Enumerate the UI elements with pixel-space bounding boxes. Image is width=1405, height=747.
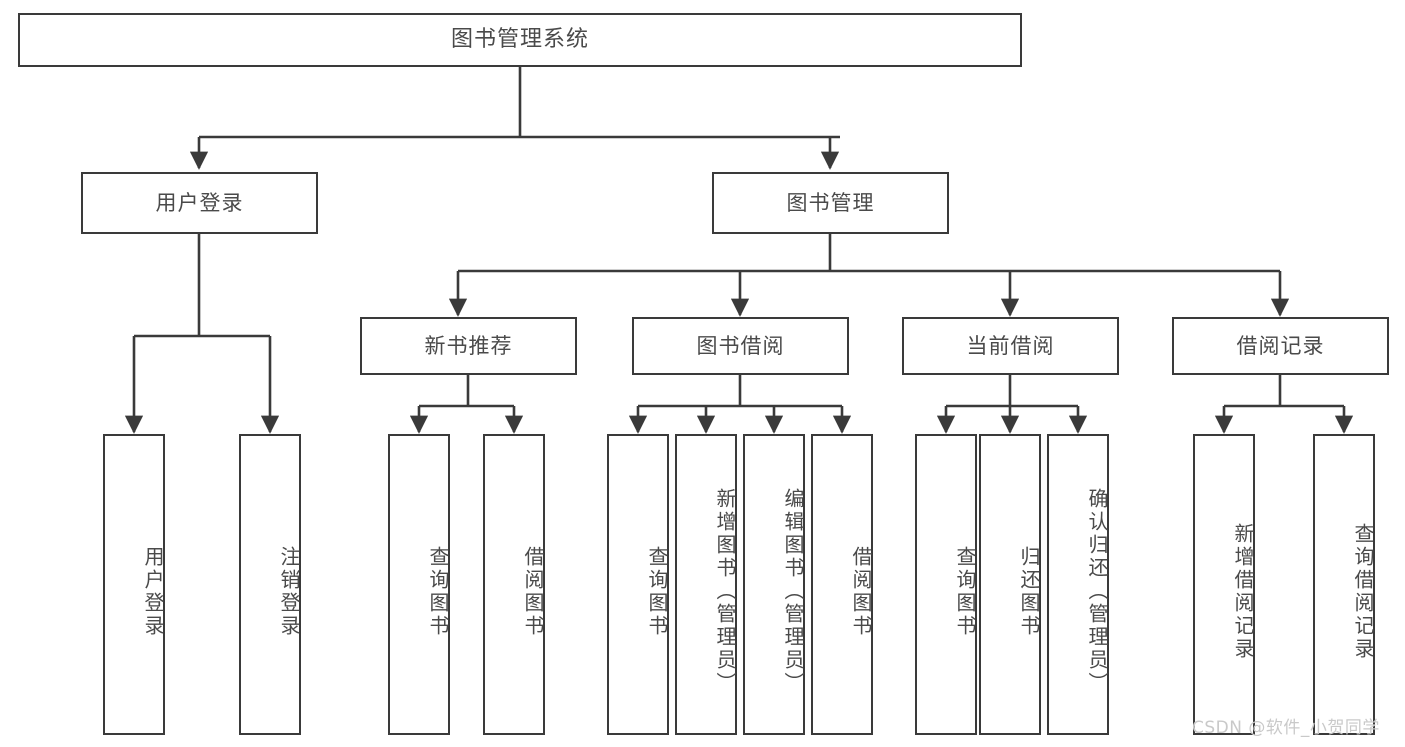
leaf-current-confirm-return[interactable]: 确认归还（管理员） [1047,434,1109,735]
node-root[interactable]: 图书管理系统 [18,13,1022,67]
node-book-management[interactable]: 图书管理 [712,172,949,234]
leaf-record-query-label: 查询借阅记录 [1351,522,1375,661]
leaf-borrow-query-book[interactable]: 查询图书 [607,434,669,735]
leaf-record-query[interactable]: 查询借阅记录 [1313,434,1375,735]
leaf-borrow-add-book[interactable]: 新增图书（管理员） [675,434,737,735]
leaf-current-return-book-label: 归还图书 [1017,545,1041,638]
leaf-new-book-borrow-label: 借阅图书 [521,545,545,638]
leaf-borrow-borrow-book-label: 借阅图书 [849,545,873,638]
node-user-login-label: 用户登录 [155,190,244,215]
node-borrow-record[interactable]: 借阅记录 [1172,317,1389,375]
node-current-borrow-label: 当前借阅 [966,333,1055,358]
csdn-watermark: CSDN @软件_小贺同学 [1192,718,1380,738]
node-new-book-recommend-label: 新书推荐 [424,333,513,358]
node-user-login[interactable]: 用户登录 [81,172,318,234]
leaf-record-add[interactable]: 新增借阅记录 [1193,434,1255,735]
leaf-current-query-book[interactable]: 查询图书 [915,434,977,735]
leaf-new-book-query[interactable]: 查询图书 [388,434,450,735]
leaf-user-login-signout[interactable]: 注销登录 [239,434,301,735]
node-new-book-recommend[interactable]: 新书推荐 [360,317,577,375]
leaf-user-login-signin[interactable]: 用户登录 [103,434,165,735]
node-current-borrow[interactable]: 当前借阅 [902,317,1119,375]
leaf-user-login-signout-label: 注销登录 [277,545,301,638]
node-book-borrow-label: 图书借阅 [696,333,785,358]
node-book-management-label: 图书管理 [786,190,875,215]
node-borrow-record-label: 借阅记录 [1236,333,1325,358]
leaf-new-book-query-label: 查询图书 [426,545,450,638]
leaf-borrow-edit-book[interactable]: 编辑图书（管理员） [743,434,805,735]
leaf-borrow-edit-book-label: 编辑图书（管理员） [781,488,805,695]
leaf-current-return-book[interactable]: 归还图书 [979,434,1041,735]
leaf-borrow-add-book-label: 新增图书（管理员） [713,488,737,695]
leaf-current-query-book-label: 查询图书 [953,545,977,638]
leaf-user-login-signin-label: 用户登录 [141,545,165,638]
leaf-record-add-label: 新增借阅记录 [1231,522,1255,661]
leaf-current-confirm-return-label: 确认归还（管理员） [1085,488,1109,695]
leaf-borrow-borrow-book[interactable]: 借阅图书 [811,434,873,735]
node-book-borrow[interactable]: 图书借阅 [632,317,849,375]
leaf-new-book-borrow[interactable]: 借阅图书 [483,434,545,735]
leaf-borrow-query-book-label: 查询图书 [645,545,669,638]
node-root-label: 图书管理系统 [450,27,589,53]
